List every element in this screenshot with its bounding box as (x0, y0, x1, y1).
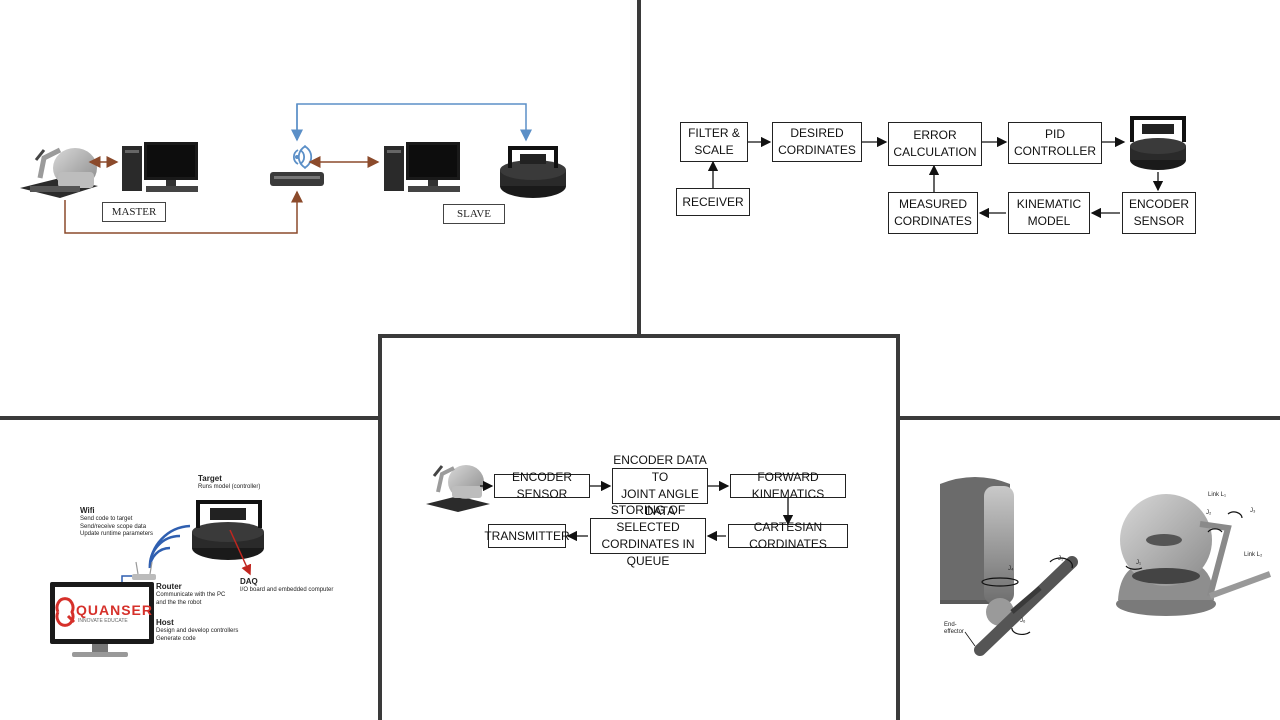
kinematic-model-box: KINEMATIC MODEL (1008, 192, 1090, 234)
horizontal-divider-right (898, 416, 1280, 420)
joint-j5-label: J₅ (1058, 556, 1064, 562)
router-icon (270, 145, 324, 186)
quanser-logo-text: QUANSER (76, 602, 154, 618)
center-panel-right-border (896, 334, 900, 720)
haptic-device-master-icon (20, 147, 98, 198)
joint-j3-label: J₃ (1250, 508, 1256, 514)
joint-j6-label: J₆ (1020, 618, 1026, 624)
pid-controller-box: PID CONTROLLER (1008, 122, 1102, 164)
robot-platform-icon (1130, 116, 1186, 170)
daq-annotation: DAQ I/O board and embedded computer (240, 577, 334, 593)
vertical-divider-top (637, 0, 641, 336)
transmitter-step: TRANSMITTER (484, 524, 570, 548)
slave-label: SLAVE (443, 204, 505, 224)
encoder-sensor-step: ENCODER SENSOR (494, 470, 590, 501)
wifi-annotation: Wifi Send code to target Send/receive sc… (80, 506, 154, 537)
desired-coordinates-box: DESIRED CORDINATES (772, 122, 862, 162)
forward-kinematics-step: FORWARD KINEMATICS (730, 470, 846, 501)
link-l2-label: Link L₂ (1244, 552, 1263, 558)
haptic-device-full-icon (1116, 494, 1272, 616)
host-monitor-icon (50, 582, 154, 657)
master-computer-icon (122, 142, 198, 192)
center-panel-top-border (378, 334, 900, 338)
joint-j1-label: J₁ (1136, 560, 1142, 566)
router-icon-small (132, 561, 156, 580)
target-annotation: Target Runs model (controller) (198, 474, 261, 490)
joint-j2-label: J₂ (1206, 510, 1212, 516)
master-label: MASTER (102, 202, 166, 222)
receiver-box: RECEIVER (676, 188, 750, 216)
center-panel-left-border (378, 334, 382, 720)
host-annotation: Host Design and develop controllers Gene… (156, 618, 239, 642)
joint-j4-label: J₄ (1008, 566, 1014, 572)
quanser-logo-tagline: INNOVATE EDUCATE (78, 618, 128, 624)
measured-coordinates-box: MEASURED CORDINATES (888, 192, 978, 234)
link-l1-label: Link L₁ (1208, 492, 1227, 498)
end-effector-label: End- effector (944, 622, 964, 635)
error-calculation-box: ERROR CALCULATION (888, 122, 982, 166)
stylus-closeup-icon (940, 477, 1078, 656)
cartesian-coordinates-step: CARTESIAN CORDINATES (728, 520, 848, 551)
haptic-device-icon (426, 465, 490, 512)
wifi-waves-icon (148, 524, 191, 569)
horizontal-divider-left (0, 416, 380, 420)
filter-scale-box: FILTER & SCALE (680, 122, 748, 162)
encoder-sensor-box: ENCODER SENSOR (1122, 192, 1196, 234)
robot-platform-slave-icon (500, 146, 566, 198)
target-robot-icon (192, 500, 264, 560)
router-annotation: Router Communicate with the PC and the t… (156, 582, 226, 606)
slave-computer-icon (384, 142, 460, 192)
